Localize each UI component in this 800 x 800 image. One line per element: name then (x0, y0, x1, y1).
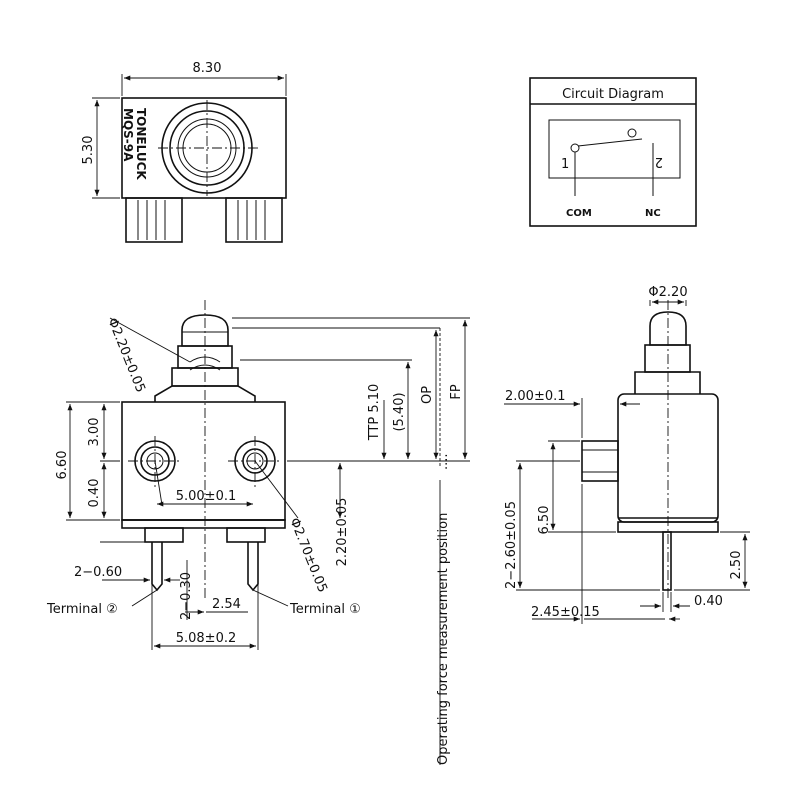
side-plunger-dia: Φ2.20 (648, 285, 687, 300)
front-dim-2x030: 2−0.30 (179, 572, 194, 620)
circuit-diagram: Circuit Diagram 1 2 COM NC (529, 77, 697, 227)
side-dim-650: 6.50 (537, 506, 552, 535)
side-dim-245: 2.45±0.15 (531, 605, 600, 620)
circuit-com-contact (570, 143, 580, 153)
side-view-plunger (649, 311, 687, 346)
front-hole-dia: Φ2.70±0.05 (286, 516, 330, 595)
circuit-title: Circuit Diagram (562, 87, 664, 102)
side-view-shoulder (634, 371, 701, 394)
top-view-brand-text: TONELUCK (134, 108, 148, 180)
circuit-inner-box (548, 119, 681, 179)
side-view-boss (581, 440, 619, 482)
front-view: Φ2.20±0.05 Φ2.70±0.05 6.60 3.00 0.40 5.0… (46, 300, 470, 765)
front-operating-force: Operating force measurement position (436, 513, 451, 765)
side-dim-040: 0.40 (694, 594, 723, 609)
front-dim-540: (5.40) (392, 392, 407, 431)
side-dim-2x260: 2−2.60±0.05 (504, 501, 519, 589)
front-fp: FP (449, 384, 464, 399)
circuit-nc-contact (627, 128, 637, 138)
front-dim-660: 6.60 (55, 451, 70, 480)
front-dim-254: 2.54 (212, 597, 241, 612)
top-view: TONELUCK MQS-9A 8.30 5.30 (81, 61, 287, 243)
front-view-terminal-1 (226, 527, 266, 592)
front-dim-040: 0.40 (87, 479, 102, 508)
front-terminal2-label: Terminal ② (46, 602, 118, 617)
top-view-terminal-right (225, 197, 283, 243)
side-view: Φ2.20 2.00±0.1 6.50 2−2.60±0.05 2.50 0.4… (504, 285, 750, 624)
circuit-frame (529, 77, 697, 227)
front-dim-220: 2.20±0.05 (335, 498, 350, 567)
top-view-width-dim: 8.30 (193, 61, 222, 76)
circuit-pin2: 2 (655, 154, 663, 169)
front-view-base (121, 519, 286, 529)
front-operating-force-dots: .... (436, 453, 451, 470)
side-dim-200: 2.00±0.1 (505, 389, 566, 404)
front-dim-500: 5.00±0.1 (176, 489, 237, 504)
side-dim-250: 2.50 (729, 551, 744, 580)
circuit-com-label: COM (566, 208, 592, 219)
front-ttp: TTP 5.10 (367, 384, 382, 442)
front-plunger-dia: Φ2.20±0.05 (104, 316, 148, 395)
circuit-switch-arm (577, 138, 643, 147)
top-view-model-text: MQS-9A (121, 108, 135, 162)
front-dim-2x060: 2−0.60 (74, 565, 122, 580)
circuit-pin1: 1 (561, 157, 569, 172)
front-view-hole-right (228, 436, 282, 488)
front-terminal1-label: Terminal ① (289, 602, 361, 617)
front-view-terminal-2 (144, 527, 184, 592)
side-view-terminal (662, 531, 672, 591)
circuit-nc-label: NC (645, 208, 661, 219)
front-dim-508: 5.08±0.2 (176, 631, 237, 646)
front-op: OP (420, 386, 435, 404)
top-view-terminal-left (125, 197, 183, 243)
front-dim-300: 3.00 (87, 418, 102, 447)
top-view-body (121, 97, 287, 199)
top-view-height-dim: 5.30 (81, 136, 96, 165)
side-view-sleeve (644, 344, 691, 373)
